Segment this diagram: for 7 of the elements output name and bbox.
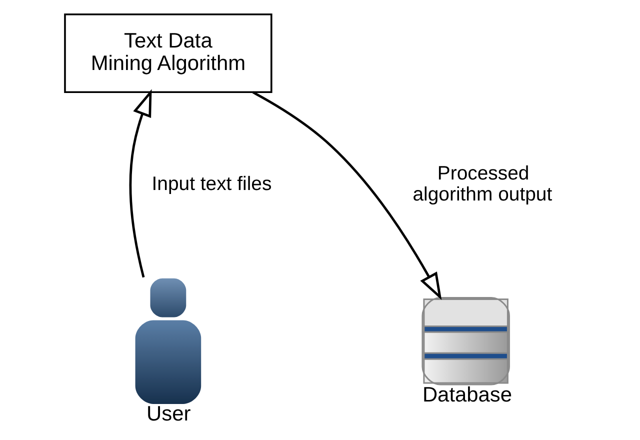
arrow: [252, 91, 442, 300]
edge-label: Input text files: [152, 172, 272, 195]
arrow: [129, 89, 152, 278]
node-box: Text Data Mining Algorithm: [64, 13, 272, 94]
edge-label: Processed algorithm output: [412, 162, 552, 206]
node-label: User: [146, 402, 191, 426]
node-label: Database: [422, 383, 512, 406]
